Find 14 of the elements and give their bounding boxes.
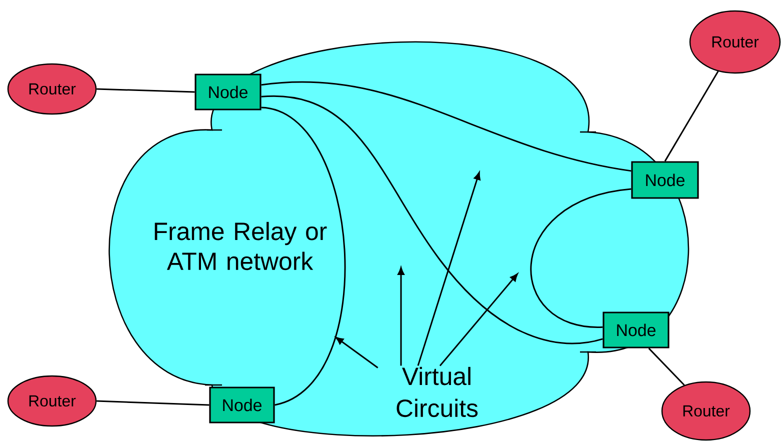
callout-text: Virtual Circuits [396, 366, 478, 418]
connector-line [96, 88, 195, 93]
connector-line [96, 400, 210, 406]
connector-line [261, 81, 632, 172]
arrow [439, 273, 518, 366]
connector-line [530, 188, 632, 328]
connector-line [648, 348, 685, 386]
connector-line [261, 106, 346, 406]
arrow [398, 267, 404, 366]
arrow [417, 172, 480, 366]
connector-line [261, 96, 603, 344]
node-box: Node [631, 161, 699, 199]
arrow [336, 336, 378, 368]
connector-line [664, 70, 719, 162]
